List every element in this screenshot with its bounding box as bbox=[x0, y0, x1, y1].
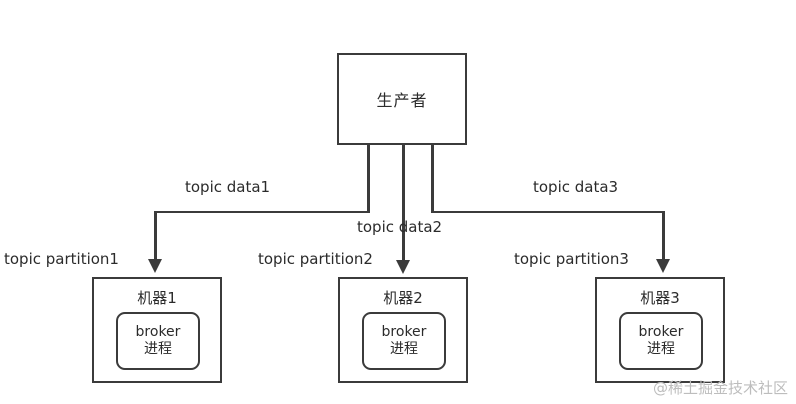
machine-node-2: 机器2 broker 进程 bbox=[338, 277, 468, 383]
edge1-vertical-stub bbox=[367, 145, 370, 213]
edge3-arrowhead bbox=[656, 259, 670, 273]
edge2-arrowhead bbox=[396, 260, 410, 274]
machine-2-broker-process: broker 进程 bbox=[362, 312, 446, 370]
edge-topic-data2-label: topic data2 bbox=[357, 218, 443, 236]
edge-topic-data3-label: topic data3 bbox=[533, 178, 619, 196]
machine-1-broker-name: broker bbox=[135, 324, 181, 341]
machine-1-broker-suffix: 进程 bbox=[144, 341, 172, 357]
edge1-arrowhead bbox=[148, 259, 162, 273]
machine-3-title: 机器3 bbox=[640, 289, 680, 307]
edge3-horizontal-run bbox=[431, 210, 664, 213]
edge2-vertical-run bbox=[402, 145, 405, 262]
edge3-vertical-stub bbox=[431, 145, 434, 213]
machine-3-broker-name: broker bbox=[638, 324, 684, 341]
machine-1-broker-process: broker 进程 bbox=[116, 312, 200, 370]
machine-node-3: 机器3 broker 进程 bbox=[595, 277, 725, 383]
machine-3-broker-suffix: 进程 bbox=[647, 341, 675, 357]
partition-3-label: topic partition3 bbox=[514, 250, 629, 268]
machine-node-1: 机器1 broker 进程 bbox=[92, 277, 222, 383]
edge3-vertical-drop bbox=[662, 210, 665, 261]
producer-label: 生产者 bbox=[376, 91, 428, 110]
partition-2-label: topic partition2 bbox=[258, 250, 373, 268]
machine-2-title: 机器2 bbox=[383, 289, 423, 307]
machine-3-broker-process: broker 进程 bbox=[619, 312, 703, 370]
edge1-horizontal-run bbox=[154, 210, 370, 213]
machine-1-title: 机器1 bbox=[137, 289, 177, 307]
edge-topic-data1-label: topic data1 bbox=[185, 178, 271, 196]
machine-2-broker-name: broker bbox=[381, 324, 427, 341]
machine-2-broker-suffix: 进程 bbox=[390, 341, 418, 357]
partition-1-label: topic partition1 bbox=[4, 250, 119, 268]
producer-node: 生产者 bbox=[337, 53, 467, 145]
edge1-vertical-drop bbox=[154, 210, 157, 261]
